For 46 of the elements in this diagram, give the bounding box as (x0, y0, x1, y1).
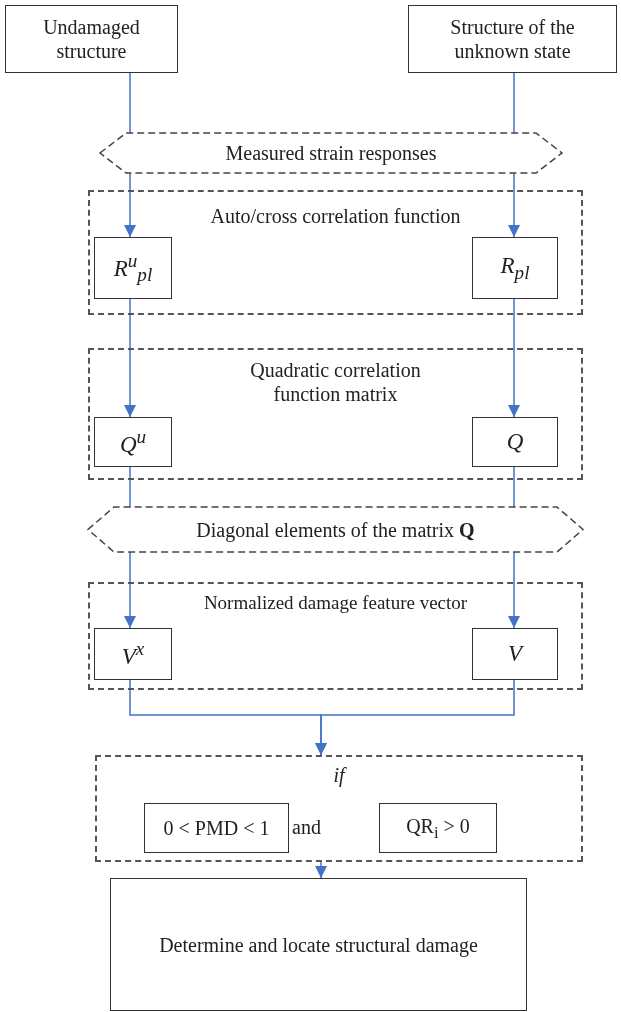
dashed-group-box (88, 190, 583, 315)
group-heading: if (332, 763, 348, 787)
data-hexagon (100, 133, 562, 173)
math-symbol: R$_{pl}$ (500, 252, 530, 284)
arrow (315, 679, 515, 756)
arrow (508, 551, 520, 629)
node-label: Measured strain responses (225, 141, 437, 165)
process-box (94, 237, 172, 299)
dashed-group-box (88, 348, 583, 480)
math-symbol: Q (506, 428, 524, 456)
node-label: 0 < PMD < 1 (163, 816, 270, 840)
process-box (472, 628, 558, 680)
condition-box (379, 803, 497, 853)
node-label: QR$_{i}$ > 0 (406, 813, 470, 843)
dashed-group-box (88, 582, 583, 690)
node-label: Undamaged structure (42, 15, 141, 63)
node-label: Structure of the unknown state (449, 15, 576, 63)
data-hexagon (88, 507, 583, 552)
arrow (508, 172, 520, 238)
group-heading: Auto/cross correlation function (209, 204, 462, 228)
group-heading: Quadratic correlation function matrix (249, 358, 422, 406)
process-box (94, 417, 172, 467)
math-symbol: V$^{x}$ (121, 637, 145, 671)
arrow (315, 861, 327, 879)
math-symbol: V (507, 640, 523, 668)
math-symbol: Q$^{u}$ (119, 425, 147, 459)
connector-line (513, 72, 515, 134)
process-box (5, 5, 178, 73)
arrow (124, 298, 136, 418)
node-label: Diagonal elements of the matrix Q (196, 517, 475, 542)
arrow (124, 172, 136, 238)
connector-line (129, 466, 131, 508)
process-box (408, 5, 617, 73)
group-heading: Normalized damage feature vector (202, 592, 469, 615)
dashed-group-box (95, 755, 583, 862)
arrow (508, 298, 520, 418)
arrow (124, 551, 136, 629)
process-box (94, 628, 172, 680)
node-label: Determine and locate structural damage (159, 932, 478, 957)
condition-box (144, 803, 289, 853)
connector-line (513, 466, 515, 508)
connector-line (129, 72, 131, 134)
result-box (110, 878, 527, 1011)
process-box (472, 417, 558, 467)
connector-word: and (292, 815, 321, 839)
process-box (472, 237, 558, 299)
